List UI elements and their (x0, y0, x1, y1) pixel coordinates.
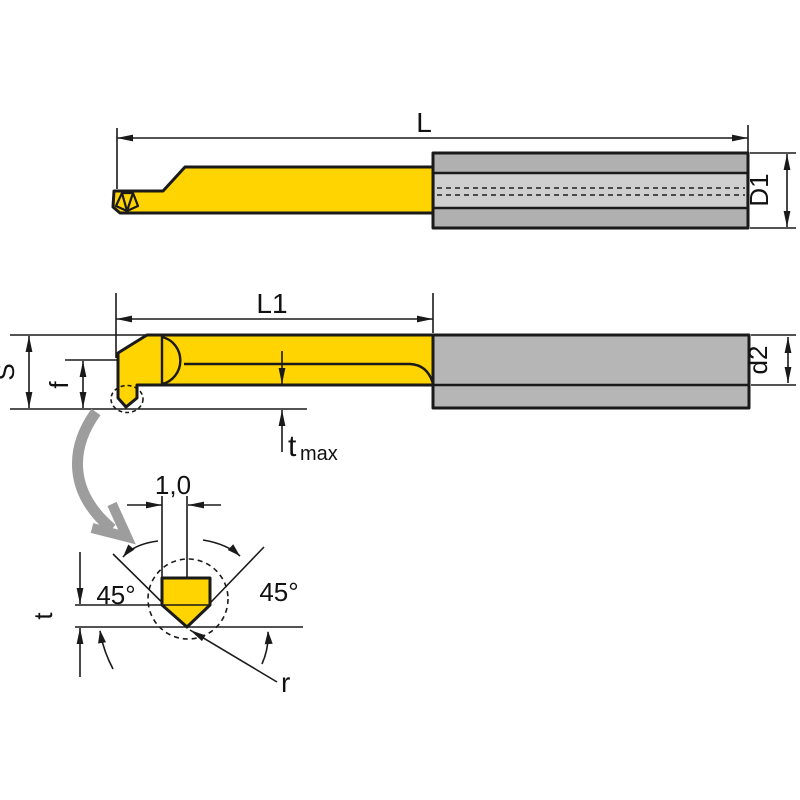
angle-dimension-right: 45° (202, 539, 299, 665)
dim-bar-diameter: d2 (743, 334, 796, 386)
label-corner-radius: r (281, 667, 290, 698)
dim-tmax: t max (278, 351, 338, 465)
dim-overall-length: L (116, 107, 749, 189)
label-angle-left: 45° (96, 580, 135, 610)
dim-usable-length: L1 (115, 288, 434, 358)
side-view-insert-arc (161, 335, 182, 386)
dim-tip-width: 1,0 (127, 470, 221, 627)
side-view-shank (431, 333, 751, 410)
label-angle-right: 45° (259, 577, 298, 607)
dim-tip-height: S (0, 336, 33, 408)
angle-dimension-left: 45° (96, 540, 159, 670)
label-usable-length: L1 (256, 288, 287, 319)
label-tip-width: 1,0 (155, 470, 191, 500)
dim-center-height: f (44, 361, 87, 408)
label-thread-depth: t (28, 612, 58, 620)
label-bar-diameter: d2 (743, 346, 773, 375)
detail-marker-circle (110, 384, 144, 414)
label-overall-length: L (416, 107, 432, 138)
top-view-insert (114, 191, 140, 213)
dim-thread-depth: t (28, 552, 84, 677)
side-view: L1 S f t max (0, 288, 796, 465)
label-center-height: f (44, 381, 74, 389)
label-tmax-sub: max (300, 443, 338, 465)
label-tmax-main: t (288, 430, 297, 463)
detail-insert (160, 576, 212, 629)
top-view-shank-center-band (435, 174, 746, 207)
detail-circle (147, 558, 229, 640)
dim-corner-radius: r (188, 627, 290, 698)
top-view: L D1 (111, 107, 796, 230)
label-tip-height: S (0, 363, 20, 380)
detail-view: 1,0 t 45° (28, 408, 303, 698)
dim-shank-diameter: D1 (744, 152, 796, 229)
label-shank-diameter: D1 (744, 173, 774, 206)
detail-pointer-arrow (72, 408, 136, 545)
